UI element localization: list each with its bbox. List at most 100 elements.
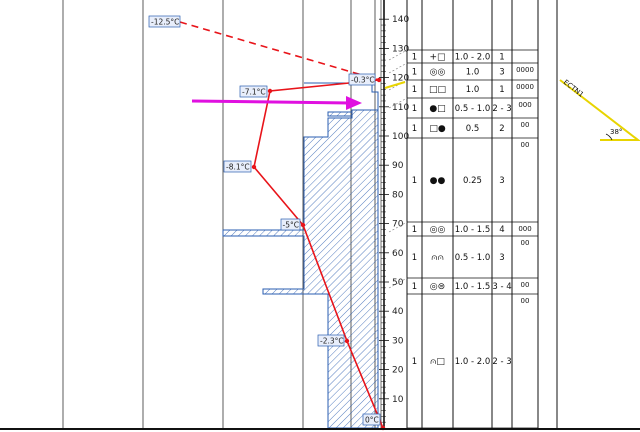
wetness: 2 - 3 xyxy=(492,104,511,114)
tick-label: 120 xyxy=(392,74,409,84)
tick-label: 110 xyxy=(392,103,409,113)
svg-text:-12.5°C: -12.5°C xyxy=(151,18,179,27)
wetness: 1 xyxy=(499,53,504,63)
temp-point xyxy=(251,164,257,170)
layer-count: 1 xyxy=(412,124,417,134)
temp-point xyxy=(267,88,273,94)
hardness-code: 00 xyxy=(521,141,530,149)
grain-form-icon: □□ xyxy=(429,85,446,95)
grain-form-icon: ⩀⩀ xyxy=(431,253,444,263)
grain-size: 1.0 - 1.5 xyxy=(455,282,491,292)
hardness-code: 000 xyxy=(518,101,531,109)
svg-text:-2.3°C: -2.3°C xyxy=(320,337,344,346)
tick-label: 10 xyxy=(392,395,404,405)
slope-label: ECTN1 xyxy=(562,78,585,99)
layer-row: 1 ◎◎ 1.0 - 1.5 4 000 xyxy=(412,225,532,235)
yellow-marker xyxy=(384,81,406,89)
svg-text:-8.1°C: -8.1°C xyxy=(226,163,250,172)
hardness-code: 00 xyxy=(521,121,530,129)
hardness-code: 000 xyxy=(518,225,531,233)
slope-angle: 38° xyxy=(610,128,622,136)
svg-text:0°C: 0°C xyxy=(365,416,379,425)
layer-row: 1 ⩀⩀ 0.5 - 1.0 3 00 xyxy=(412,239,530,263)
hardness-code: 00 xyxy=(521,297,530,305)
tick-label: 70 xyxy=(392,220,404,230)
grain-form-icon: ◎⊜ xyxy=(430,282,445,292)
layer-count: 1 xyxy=(412,282,417,292)
grain-form-icon: ◎◎ xyxy=(430,225,446,235)
layer-row: 1 □● 0.5 2 00 xyxy=(412,121,530,134)
temp-label-5: -5°C xyxy=(280,218,301,231)
grain-form-icon: ●□ xyxy=(429,104,445,114)
wetness: 3 xyxy=(499,68,504,78)
grain-size: 1.0 - 2.0 xyxy=(455,357,491,367)
temperature-labels: -12.5°C -0.3°C -7.1°C -8.1°C -5°C -2.3°C… xyxy=(148,15,381,426)
hardness-code: 00 xyxy=(521,239,530,247)
temp-label-4: -8.1°C xyxy=(223,160,252,173)
wetness: 3 xyxy=(499,176,504,186)
layer-count: 1 xyxy=(412,53,417,63)
wetness: 1 xyxy=(499,85,504,95)
tick-label: 140 xyxy=(392,15,409,25)
tick-label: 20 xyxy=(392,366,404,376)
grain-form-icon: ◎◎ xyxy=(430,68,446,78)
temp-point xyxy=(300,222,306,228)
temp-label-6: -2.3°C xyxy=(317,334,345,347)
tick-label: 60 xyxy=(392,249,404,259)
grain-size: 1.0 xyxy=(466,85,480,95)
tick-label: 90 xyxy=(392,161,404,171)
temp-label-2: -0.3°C xyxy=(348,73,376,86)
grain-form-icon: ●● xyxy=(430,176,446,186)
layer-row: 1 +□ 1.0 - 2.0 1 xyxy=(412,53,505,63)
slope-diagram: ECTN1 38° xyxy=(559,78,640,141)
tick-label: 130 xyxy=(392,44,409,54)
layer-count: 1 xyxy=(412,68,417,78)
wetness: 3 - 4 xyxy=(492,282,511,292)
temp-point xyxy=(376,77,382,83)
svg-text:-7.1°C: -7.1°C xyxy=(242,88,266,97)
grain-form-icon: +□ xyxy=(429,53,445,63)
hardness-profile xyxy=(222,82,379,429)
grain-size: 1.0 - 2.0 xyxy=(455,53,491,63)
temp-point xyxy=(344,338,350,344)
grain-form-icon: □● xyxy=(429,124,446,134)
layer-row-lines xyxy=(388,49,538,429)
grain-form-icon: ⩀□ xyxy=(430,357,445,367)
wetness: 4 xyxy=(499,225,504,235)
tick-label: 80 xyxy=(392,190,404,200)
grain-size: 0.5 - 1.0 xyxy=(455,253,491,263)
wetness: 3 xyxy=(499,253,504,263)
layer-count: 1 xyxy=(412,176,417,186)
wetness: 2 xyxy=(499,124,504,134)
tick-label: 30 xyxy=(392,336,404,346)
svg-text:-5°C: -5°C xyxy=(283,221,299,230)
grain-size: 1.0 xyxy=(466,68,480,78)
layer-count: 1 xyxy=(412,253,417,263)
hardness-code: 00 xyxy=(521,281,530,289)
layer-row: 1 ●● 0.25 3 00 xyxy=(412,141,530,186)
grain-size: 0.5 - 1.0 xyxy=(455,104,491,114)
hardness-code: 0000 xyxy=(516,66,534,74)
temp-label-1: -12.5°C xyxy=(148,15,181,28)
layer-count: 1 xyxy=(412,225,417,235)
layer-row: 1 ◎◎ 1.0 3 0000 xyxy=(412,66,534,78)
tick-label: 50 xyxy=(392,278,404,288)
weak-layer-arrow xyxy=(191,96,362,110)
hardness-code: 0000 xyxy=(516,83,534,91)
layer-count: 1 xyxy=(412,104,417,114)
layer-count: 1 xyxy=(412,357,417,367)
temp-label-7: 0°C xyxy=(362,413,381,426)
grain-size: 0.5 xyxy=(466,124,480,134)
wetness: 2 - 3 xyxy=(492,357,511,367)
grain-size: 0.25 xyxy=(463,176,482,186)
grain-size: 1.0 - 1.5 xyxy=(455,225,491,235)
temp-label-3: -7.1°C xyxy=(239,85,268,98)
layer-table-grid xyxy=(406,0,558,430)
